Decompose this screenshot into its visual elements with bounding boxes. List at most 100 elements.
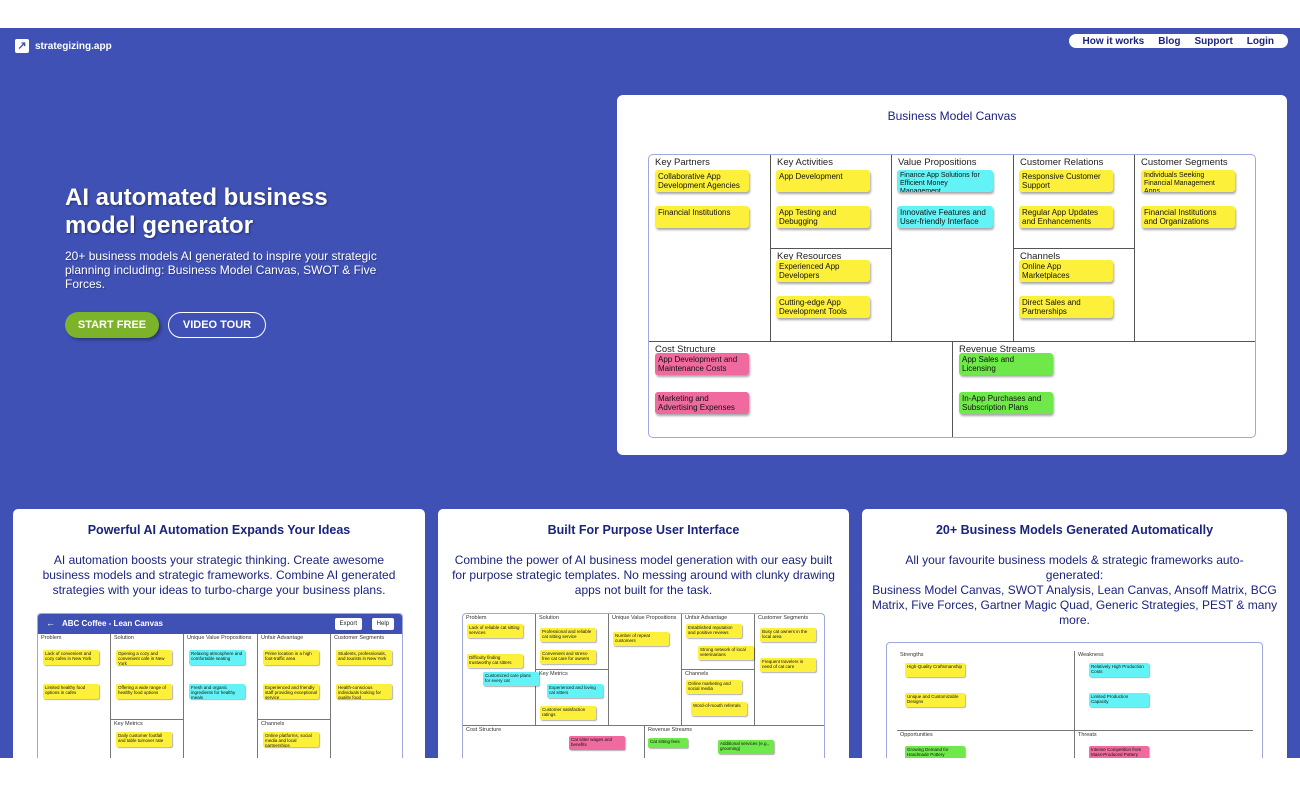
sticky-note: Online marketing and social media (686, 680, 742, 694)
sticky-note: Prime location in a high foot-traffic ar… (263, 650, 319, 665)
section-label: Unfair Advantage (261, 635, 304, 641)
sticky-note[interactable]: Regular App Updates and Enhancements (1019, 206, 1113, 228)
sticky-note: High-Quality Craftsmanship (905, 663, 965, 677)
section-label: Unique Value Propositions (187, 635, 252, 641)
sticky-note: Relaxing atmosphere and comfortable seat… (189, 650, 245, 665)
sticky-note: Busy cat owners in the local area (760, 628, 816, 642)
feature-body: All your favourite business models & str… (905, 553, 1244, 582)
sticky-note: Daily customer footfall and table turnov… (116, 732, 172, 747)
sticky-note[interactable]: App Development (776, 170, 870, 192)
customer-segments-cell: Customer Segments (1135, 155, 1255, 342)
lean-unfair-advantage-cell: Unfair Advantage (682, 614, 755, 670)
section-label: Problem (466, 615, 487, 621)
preview-title: ABC Coffee - Lean Canvas (62, 619, 163, 628)
sticky-note: Experienced and loving cat sitters (547, 684, 603, 698)
arrow-logo-icon: ↗ (15, 39, 29, 53)
bmc-title: Business Model Canvas (887, 109, 1017, 123)
sticky-note: Limited healthy food options in cafes (43, 684, 99, 699)
sticky-note: Intense Competition from Mass-Produced P… (1089, 746, 1149, 758)
nav-login[interactable]: Login (1246, 35, 1274, 47)
lean-problem-cell: Problem (463, 614, 536, 726)
bmc-grid: Key Partners Key Activities Key Resource… (648, 154, 1256, 438)
sticky-note[interactable]: Responsive Customer Support (1019, 170, 1113, 192)
sticky-note: Difficulty finding trustworthy cat sitte… (467, 654, 523, 668)
lean-channels-cell: Channels (258, 720, 331, 758)
lean-revenue-streams-cell: Revenue Streams (645, 726, 824, 758)
nav-how-it-works[interactable]: How it works (1082, 35, 1145, 47)
sticky-note: Word-of-mouth referrals (691, 702, 747, 716)
video-tour-button[interactable]: VIDEO TOUR (168, 312, 266, 338)
sticky-note[interactable]: App Sales and Licensing (959, 353, 1053, 375)
section-label: Unfair Advantage (685, 615, 728, 621)
lean-key-metrics-cell: Key Metrics (111, 720, 184, 758)
lean-uvp-cell: Unique Value Propositions (184, 634, 258, 758)
section-label: Customer Segments (334, 635, 385, 641)
section-label: Customer Segments (1141, 157, 1228, 168)
nav-blog[interactable]: Blog (1158, 35, 1181, 47)
feature-body: Combine the power of AI business model g… (452, 553, 835, 597)
sticky-note: Limited Production Capacity (1089, 693, 1149, 707)
sticky-note[interactable]: Direct Sales and Partnerships (1019, 296, 1113, 318)
lean-canvas-preview: ← ABC Coffee - Lean Canvas Export Help P… (37, 613, 403, 758)
sticky-note[interactable]: App Development and Maintenance Costs (655, 353, 749, 375)
lean-canvas-preview-2: Problem Solution Key Metrics Unique Valu… (462, 613, 825, 758)
start-free-button[interactable]: START FREE (65, 312, 159, 338)
sticky-note[interactable]: Marketing and Advertising Expenses (655, 392, 749, 414)
hero-subtitle: 20+ business models AI generated to insp… (65, 249, 377, 291)
value-propositions-cell: Value Propositions (892, 155, 1014, 342)
lean-problem-cell: Problem (38, 634, 111, 758)
sticky-note: Offering a wide range of healthy food op… (116, 684, 172, 699)
lean-solution-cell: Solution (111, 634, 184, 720)
help-button: Help (371, 618, 394, 630)
sticky-note: Customized care plans for every cat (483, 672, 539, 686)
sticky-note[interactable]: Innovative Features and User-friendly In… (897, 206, 993, 228)
section-label: Revenue Streams (648, 727, 693, 733)
sticky-note: Lack of reliable cat sitting services (467, 624, 523, 638)
feature-card-business-models: 20+ Business Models Generated Automatica… (862, 509, 1287, 758)
sticky-note[interactable]: Financial Institutions and Organizations (1141, 206, 1235, 228)
section-label: Unique Value Propositions (612, 615, 677, 621)
lean-channels-cell: Channels (682, 670, 755, 726)
sticky-note: Established reputation and positive revi… (686, 624, 742, 638)
section-label: Problem (41, 635, 62, 641)
sticky-note[interactable]: Finance App Solutions for Efficient Mone… (897, 170, 993, 192)
section-label: Key Metrics (114, 721, 143, 727)
revenue-streams-cell: Revenue Streams (953, 342, 1255, 437)
key-partners-cell: Key Partners (649, 155, 771, 342)
sticky-note: Unique and Customizable Designs (905, 693, 965, 707)
sticky-note[interactable]: Financial Institutions (655, 206, 749, 228)
feature-title: Powerful AI Automation Expands Your Idea… (87, 523, 351, 537)
sticky-note: Growing Demand for Handmade Pottery (905, 746, 965, 758)
main-nav: How it works Blog Support Login (1068, 34, 1288, 48)
sticky-note[interactable]: Cutting-edge App Development Tools (776, 296, 870, 318)
sticky-note[interactable]: Individuals Seeking Financial Management… (1141, 170, 1235, 192)
site-logo[interactable]: ↗ strategizing.app (15, 39, 112, 53)
key-resources-cell: Key Resources (771, 249, 892, 342)
lean-key-metrics-cell: Key Metrics (536, 670, 609, 726)
sticky-note: Number of repeat customers (613, 632, 669, 646)
sticky-note: Cat sitting fees (648, 738, 688, 748)
section-label: Key Partners (655, 157, 710, 168)
sticky-note: Online platforms, social media and local… (263, 732, 319, 747)
sticky-note: Frequent travelers in need of cat care (760, 658, 816, 672)
section-label: Threats (1078, 732, 1097, 738)
feature-body-list: Business Model Canvas, SWOT Analysis, Le… (871, 583, 1278, 627)
sticky-note: Professional and reliable cat sitting se… (540, 628, 596, 642)
section-label: Customer Segments (758, 615, 809, 621)
sticky-note[interactable]: In-App Purchases and Subscription Plans (959, 392, 1053, 414)
sticky-note[interactable]: Collaborative App Development Agencies (655, 170, 749, 192)
lean-customer-segments-cell: Customer Segments (331, 634, 402, 758)
swot-weakness-cell: Weakness (1075, 651, 1253, 731)
section-label: Strengths (900, 652, 924, 658)
section-label: Key Activities (777, 157, 833, 168)
nav-support[interactable]: Support (1194, 35, 1233, 47)
preview-header: ← ABC Coffee - Lean Canvas Export Help (38, 614, 402, 634)
section-label: Opportunities (900, 732, 933, 738)
sticky-note[interactable]: Experienced App Developers (776, 260, 870, 282)
section-label: Solution (539, 615, 559, 621)
section-label: Customer Relations (1020, 157, 1104, 168)
hero-title: AI automated business model generator (65, 184, 328, 239)
section-label: Weakness (1078, 652, 1104, 658)
sticky-note[interactable]: Online App Marketplaces (1019, 260, 1113, 282)
sticky-note[interactable]: App Testing and Debugging (776, 206, 870, 228)
